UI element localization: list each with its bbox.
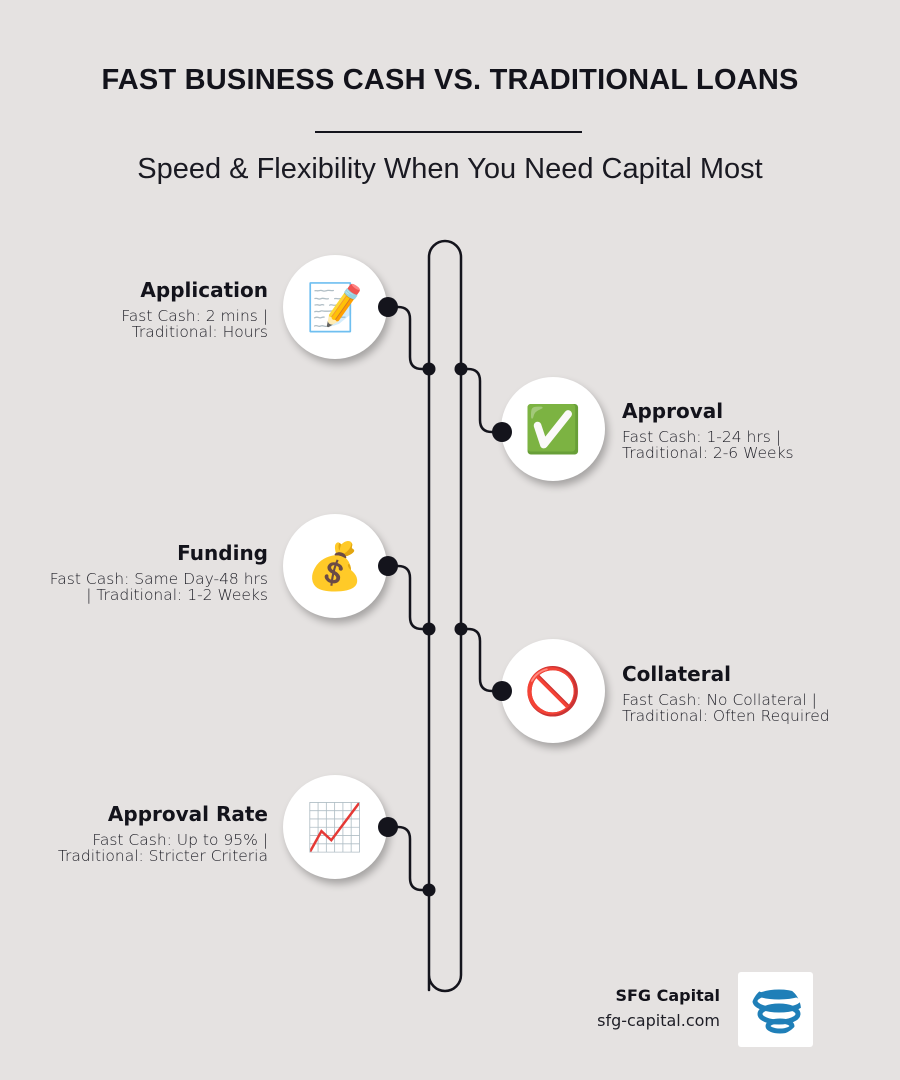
funding-node: 💰: [283, 514, 387, 618]
brand-logo: [738, 972, 813, 1047]
page-subtitle: Speed & Flexibility When You Need Capita…: [137, 153, 763, 185]
prohibited-icon: 🚫: [524, 665, 582, 717]
collateral-title: Collateral: [622, 662, 731, 686]
money-bag-icon: 💰: [306, 540, 364, 592]
approval-node-dot: [492, 422, 512, 442]
funding-description: Fast Cash: Same Day-48 hrs | Traditional…: [49, 570, 268, 604]
application-label: Application Fast Cash: 2 mins | Traditio…: [28, 278, 268, 340]
brand-name: SFG Capital: [615, 986, 720, 1005]
application-title: Application: [140, 278, 268, 302]
approval-node: ✅: [501, 377, 605, 481]
approval-description: Fast Cash: 1-24 hrs | Traditional: 2-6 W…: [622, 428, 794, 462]
striped-globe-logo-icon: [750, 984, 801, 1033]
funding-title: Funding: [177, 541, 268, 565]
approval-label: Approval Fast Cash: 1-24 hrs | Tradition…: [622, 399, 862, 461]
title-divider: [315, 131, 582, 133]
application-node-dot: [378, 297, 398, 317]
approval-rate-description: Fast Cash: Up to 95% | Traditional: Stri…: [57, 831, 268, 865]
approval-rate-node-dot: [378, 817, 398, 837]
approval-rate-label: Approval Rate Fast Cash: Up to 95% | Tra…: [28, 802, 268, 864]
collateral-label: Collateral Fast Cash: No Collateral | Tr…: [622, 662, 862, 724]
memo-pencil-icon: 📝: [306, 281, 364, 333]
page-title: FAST BUSINESS CASH VS. TRADITIONAL LOANS: [101, 64, 799, 96]
application-node: 📝: [283, 255, 387, 359]
brand-website[interactable]: sfg-capital.com: [597, 1011, 720, 1030]
approval-title: Approval: [622, 399, 724, 423]
chart-increasing-icon: 📈: [306, 801, 364, 853]
collateral-node-dot: [492, 681, 512, 701]
funding-node-dot: [378, 556, 398, 576]
check-mark-icon: ✅: [524, 403, 582, 455]
approval-rate-title: Approval Rate: [107, 802, 268, 826]
approval-rate-node: 📈: [283, 775, 387, 879]
collateral-description: Fast Cash: No Collateral | Traditional: …: [622, 691, 830, 725]
brand-block: SFG Capital sfg-capital.com: [597, 986, 720, 1030]
application-description: Fast Cash: 2 mins | Traditional: Hours: [121, 307, 268, 341]
funding-label: Funding Fast Cash: Same Day-48 hrs | Tra…: [28, 541, 268, 603]
collateral-node: 🚫: [501, 639, 605, 743]
